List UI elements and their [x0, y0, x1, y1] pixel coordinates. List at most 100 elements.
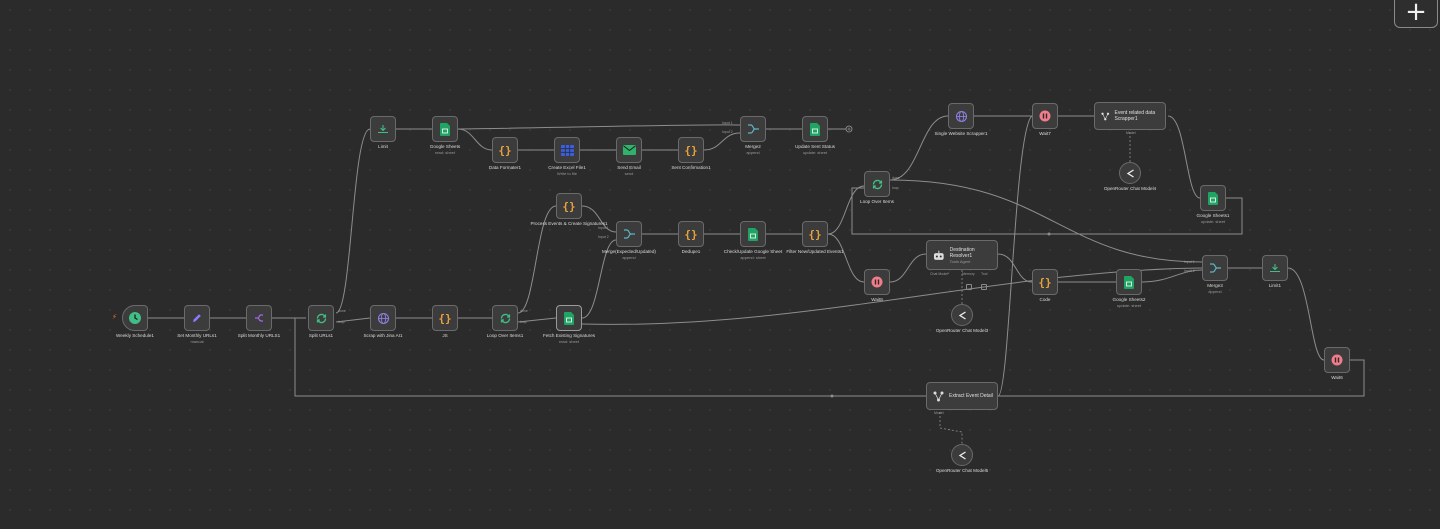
label-weekly-schedule: Weekly Schedule1 — [116, 333, 154, 338]
node-google-sheets2[interactable] — [1116, 269, 1142, 295]
node-send-email[interactable] — [616, 137, 642, 163]
node-dedupe[interactable]: {} — [678, 221, 704, 247]
node-fetch-existing[interactable] — [556, 305, 582, 331]
merge-icon — [747, 124, 759, 134]
port-label-input1: Input 1 — [722, 121, 733, 125]
braces-icon: {} — [684, 227, 698, 241]
edge-wait8-destination — [889, 253, 927, 283]
edge-spliturls-limit — [335, 128, 371, 314]
trigger-bolt-icon: ⚡ — [112, 313, 117, 321]
port-label-input1: Input 1 — [598, 226, 609, 230]
port-label-input2: Input 2 — [1184, 269, 1195, 273]
node-split-urls[interactable] — [308, 305, 334, 331]
label-openrouter3: OpenRouter Chat Model3 — [935, 328, 989, 333]
label-loop-over-items: Loop Over Items — [860, 199, 894, 204]
node-filter-new-events[interactable]: {} — [802, 221, 828, 247]
port-label-input1: Input 1 — [1184, 260, 1195, 264]
braces-icon: {} — [438, 311, 452, 325]
openrouter-icon — [958, 450, 966, 460]
node-sent-confirmation[interactable]: {} — [678, 137, 704, 163]
label-openrouter4: OpenRouter Chat Model4 — [1103, 186, 1157, 191]
braces-icon: {} — [684, 143, 698, 157]
node-process-events[interactable]: {} — [556, 193, 582, 219]
node-weekly-schedule[interactable] — [122, 305, 148, 331]
label-js: JS — [442, 333, 448, 338]
sheets-icon — [810, 122, 820, 136]
extractor-icon — [1101, 112, 1110, 120]
node-google-sheets[interactable] — [432, 116, 458, 142]
memory-add-handle[interactable] — [966, 284, 972, 290]
node-openrouter4[interactable] — [1119, 162, 1141, 184]
port-label-done: done — [338, 309, 346, 313]
port-label-loop: loop — [520, 320, 527, 324]
label-merge-expected: Merge(Expected/Updated)append — [602, 249, 656, 260]
node-scrap-jina[interactable] — [370, 305, 396, 331]
node-merge3[interactable] — [1202, 255, 1228, 281]
node-limit[interactable] — [370, 116, 396, 142]
label-split-monthly-urls: Split Monthly URLS1 — [237, 333, 281, 338]
edge-loop2-merge3 — [889, 179, 1203, 263]
add-node-button[interactable]: + — [1394, 0, 1438, 28]
merge-icon — [1209, 263, 1221, 273]
sheets-icon — [564, 311, 574, 325]
node-loop-over-items[interactable] — [864, 171, 890, 197]
node-data-formater[interactable]: {} — [492, 137, 518, 163]
node-openrouter3[interactable] — [951, 304, 973, 326]
limit-icon — [378, 125, 388, 134]
node-loop-over-items1[interactable] — [492, 305, 518, 331]
node-google-sheets1[interactable] — [1200, 185, 1226, 211]
node-js[interactable]: {} — [432, 305, 458, 331]
node-limit1[interactable] — [1262, 255, 1288, 281]
node-merge-expected[interactable] — [616, 221, 642, 247]
mail-icon — [622, 145, 636, 155]
wait-icon — [1039, 110, 1051, 122]
node-split-monthly-urls[interactable] — [246, 305, 272, 331]
split-icon — [255, 314, 263, 322]
tool-add-handle[interactable] — [981, 284, 987, 290]
merge-icon — [623, 229, 635, 239]
clock-icon — [129, 312, 141, 324]
node-update-sent-status[interactable] — [802, 116, 828, 142]
port-label-memory: Memory — [962, 272, 975, 276]
sheets-icon — [748, 227, 758, 241]
openrouter-icon — [1126, 168, 1134, 178]
extractor-icon — [933, 391, 944, 401]
node-wait7[interactable] — [1032, 103, 1058, 129]
node-extract-event-detail[interactable]: Extract Event Detail — [926, 382, 998, 410]
port-label-input2: Input 2 — [598, 235, 609, 239]
label-loop-over-items1: Loop Over Items1 — [486, 333, 524, 338]
edge-process-merge — [581, 205, 617, 233]
node-code[interactable]: {} — [1032, 269, 1058, 295]
node-wait6[interactable] — [1324, 347, 1350, 373]
node-openrouter5[interactable] — [951, 444, 973, 466]
edge-filter-wait8 — [827, 233, 865, 283]
label-split-urls: Split URLs1 — [308, 333, 334, 338]
braces-icon: {} — [808, 227, 822, 241]
edge-gsheets-merge2 — [457, 124, 741, 130]
port-label-loop: loop — [338, 320, 345, 324]
port-label-loop: loop — [892, 186, 899, 190]
label-dedupe: Dedupe1 — [681, 249, 701, 254]
node-single-website[interactable] — [948, 103, 974, 129]
port-label-input2: Input 2 — [722, 130, 733, 134]
edge-filter-loop2 — [827, 185, 865, 235]
node-check-update-sheet[interactable] — [740, 221, 766, 247]
node-create-excel[interactable] — [554, 137, 580, 163]
node-wait8[interactable] — [864, 269, 890, 295]
edge-extract-wait7 — [997, 115, 1033, 397]
edge-spliturls-jina — [335, 317, 371, 323]
node-event-related-scrapper[interactable]: Event related data Scrapper1 — [1094, 102, 1166, 130]
node-merge2[interactable] — [740, 116, 766, 142]
node-set-monthly-urls[interactable] — [184, 305, 210, 331]
sheets-icon — [1208, 191, 1218, 205]
